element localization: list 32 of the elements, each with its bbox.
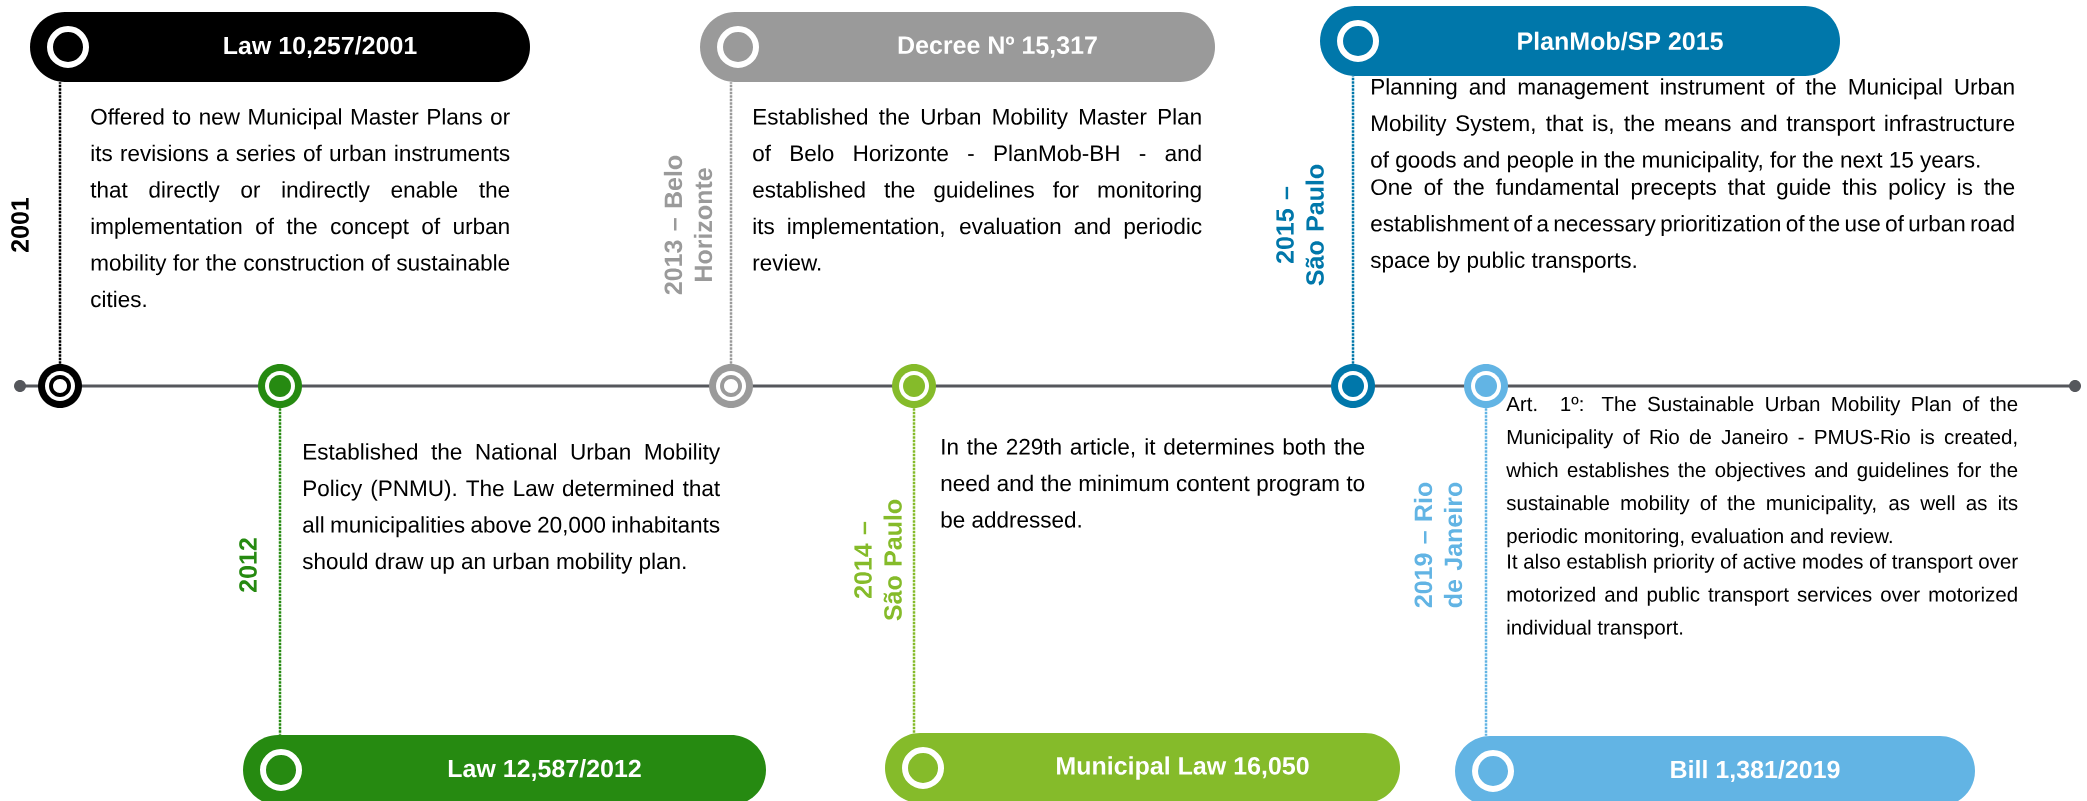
timeline-marker <box>1464 364 1508 408</box>
connector-line <box>729 82 733 364</box>
connector-line <box>912 408 916 733</box>
description-text: One of the fundamental precepts that guide this policy is the establishment of a necessary prioritization of the use of urban road space by public transports. <box>1370 178 2015 273</box>
title-pill: Law 12,587/2012 <box>243 735 766 801</box>
connector-line <box>278 408 282 735</box>
timeline-marker <box>1331 364 1375 408</box>
timeline-marker <box>38 364 82 408</box>
description-text: In the 229th article, it determines both the need and the minimum content program to be addressed. <box>941 438 1365 528</box>
description-text: Established the Urban Mobility Master Plan of Belo Horizonte - PlanMob-BH - and established the guidelines for monitoring its implementation, evaluation and periodic review. <box>753 108 1202 271</box>
title-pill: Law 10,257/2001 <box>30 12 530 82</box>
description-text: Established the National Urban Mobility Policy (PNMU). The Law determined that all municipalities above 20,000 inhabitants should draw up an urban mobility plan. <box>302 443 721 574</box>
year-label: 2015 – São Paulo <box>1276 164 1324 286</box>
year-label: 2001 <box>11 197 29 252</box>
year-label: 2012 <box>239 538 257 592</box>
timeline-marker <box>258 364 302 408</box>
connector-line <box>1484 408 1488 736</box>
title-pill: Municipal Law 16,050 <box>885 733 1400 801</box>
description-text: It also establish priority of active modes of transport over motorized and public transport services over motorized individual transport. <box>1507 553 2018 639</box>
description-text: Offered to new Municipal Master Plans or its revisions a series of urban instruments that directly or indirectly enable the implementation of the concept of urban mobility for the construction of sustainable cities. <box>90 108 510 308</box>
timeline-marker <box>709 364 753 408</box>
year-label: 2013 – Belo Horizonte <box>663 155 713 295</box>
timeline-marker <box>892 364 936 408</box>
connector-line <box>1351 76 1355 364</box>
description-text: Planning and management instrument of the Municipal Urban Mobility System, that is, the means and transport infrastructure of goods and people in the municipality, for the next 15 years. <box>1371 78 2015 173</box>
title-pill: Bill 1,381/2019 <box>1455 736 1976 801</box>
connector-line <box>58 82 62 364</box>
year-label: 2019 – Rio de Janeiro <box>1413 482 1463 608</box>
year-label: 2014 – São Paulo <box>854 499 902 621</box>
title-pill: PlanMob/SP 2015 <box>1320 6 1840 76</box>
title-pill: Decree Nº 15,317 <box>700 12 1215 82</box>
description-text: Art. 1º: The Sustainable Urban Mobility Plan of the Municipality of Rio de Janeiro - PMUS-Rio is created, which establishes the objectives and guidelines for the sustainable mobility of the municipality, as well as its periodic monitoring, evaluation and review. <box>1506 396 2018 548</box>
